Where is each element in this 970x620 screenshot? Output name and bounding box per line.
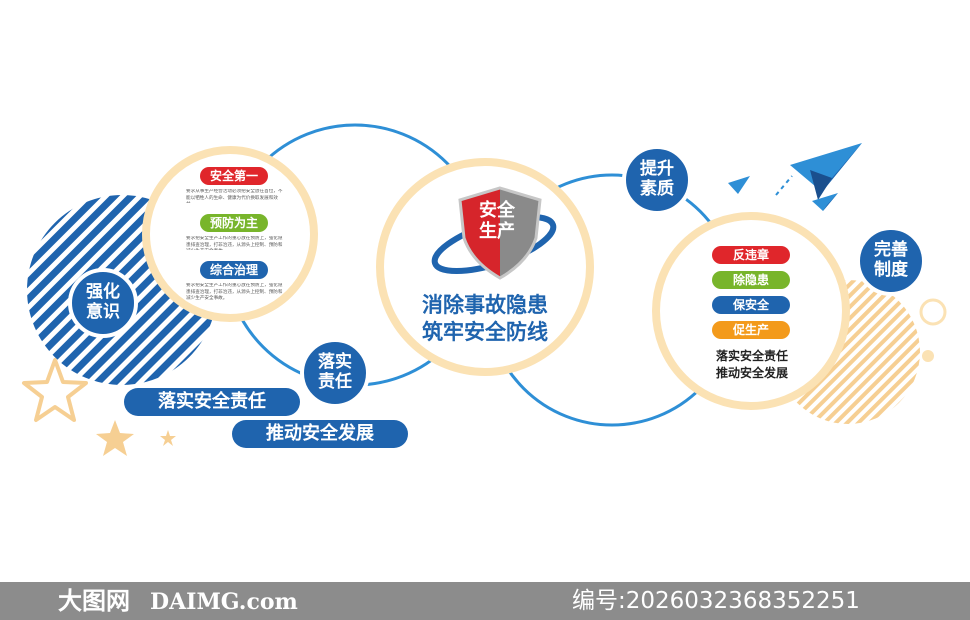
- banner-luoshi: 落实安全责任: [124, 388, 300, 416]
- badge-luoshi-line1: 落实: [318, 352, 352, 373]
- badge-qianghua-line1: 强化: [86, 282, 120, 303]
- badge-wanshan-line2: 制度: [874, 260, 908, 280]
- footer-bar: 大图网 DAIMG.com 编号:20260323683522​51: [0, 582, 970, 620]
- deco-ring-small: [919, 298, 947, 326]
- right-panel-text-line1: 落实安全责任: [715, 349, 788, 363]
- badge-tisheng-line1: 提升: [640, 159, 674, 180]
- badge-qianghua-line2: 意识: [86, 302, 120, 322]
- right-panel-text-line2: 推动安全发展: [715, 366, 788, 380]
- plane-trail: [775, 175, 793, 196]
- star-icon: [160, 430, 176, 446]
- pill-chuyinhuan: 除隐患: [712, 271, 790, 289]
- shield-text-line2: 生产: [479, 221, 515, 242]
- badge-qianghua: 强化 意识: [68, 268, 138, 338]
- paper-plane-icon: [812, 193, 838, 211]
- pill-cushengchan: 促生产: [712, 321, 790, 339]
- pill-anquandiyi: 安全第一: [200, 167, 268, 185]
- shield-text-line1: 安全: [479, 200, 515, 221]
- text-anquandiyi: 要求从事生产经营活动必须把安全放在首位，不能以牺牲人的生命、健康为代价换取发展和…: [186, 189, 283, 203]
- badge-luoshi-line2: 责任: [318, 372, 352, 392]
- badge-tisheng-line2: 素质: [640, 179, 674, 199]
- shield-icon: [431, 186, 557, 280]
- deco-dot-small: [922, 350, 934, 362]
- paper-plane-icon: [728, 176, 750, 194]
- pill-baoanquan: 保安全: [712, 296, 790, 314]
- shield-text: 安全 生产: [462, 200, 532, 242]
- center-title-line1: 消除事故隐患: [422, 293, 548, 317]
- star-icon: [22, 358, 88, 422]
- pill-zongheziliy: 综合治理: [200, 261, 268, 279]
- badge-tisheng: 提升 素质: [622, 145, 692, 215]
- badge-luoshi: 落实 责任: [300, 338, 370, 408]
- right-panel-text: 落实安全责任 推动安全发展: [700, 348, 804, 382]
- pill-yufangweizhu: 预防为主: [200, 214, 268, 232]
- banner-tuidong: 推动安全发展: [232, 420, 408, 448]
- badge-wanshan: 完善 制度: [856, 226, 926, 296]
- paper-plane-icon: [790, 143, 862, 200]
- star-icon: [96, 420, 134, 456]
- footer-logo-cn: 大图网: [58, 587, 130, 615]
- text-yufangweizhu: 要求把安全生产工作的重心放在预防上，强化隐患排查治理，打非治违，从源头上控制、预…: [186, 236, 283, 250]
- text-zonghezhili: 要求把安全生产工作的重心放在预防上，强化隐患排查治理，打非治违，从源头上控制、预…: [186, 283, 283, 301]
- center-title-line2: 筑牢安全防线: [422, 320, 548, 344]
- footer-serial: 编号:20260323683522​51: [572, 588, 860, 614]
- badge-wanshan-line1: 完善: [874, 240, 908, 261]
- pill-fanweizhang: 反违章: [712, 246, 790, 264]
- center-title: 消除事故隐患 筑牢安全防线: [390, 292, 580, 346]
- footer-logo-en: DAIMG.com: [150, 589, 298, 615]
